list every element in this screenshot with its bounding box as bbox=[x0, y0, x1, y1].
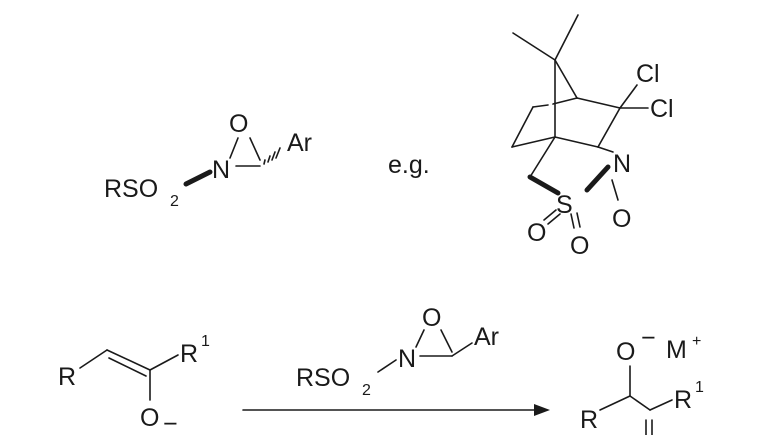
o-c-bond bbox=[249, 137, 261, 161]
r1-superscript: 1 bbox=[201, 333, 210, 350]
sulfur-label: S bbox=[556, 191, 573, 219]
rso-label: RSO bbox=[104, 175, 158, 203]
n-o-bond bbox=[229, 137, 239, 159]
reaction-arrow bbox=[242, 404, 550, 416]
example-label: e.g. bbox=[388, 151, 430, 179]
hashed-wedge bbox=[263, 147, 281, 165]
aryl-label: Ar bbox=[474, 323, 499, 351]
sulfonyl-oxygen-1: O bbox=[527, 219, 546, 247]
r-label: R bbox=[58, 363, 76, 391]
chlorine-label-1: Cl bbox=[636, 60, 660, 88]
enolate: R R 1 O − bbox=[58, 333, 210, 435]
metal-label: M bbox=[666, 336, 687, 364]
rso-label: RSO bbox=[296, 364, 350, 392]
oxygen-label: O bbox=[616, 338, 635, 366]
r1-label: R bbox=[180, 340, 198, 368]
aryl-label: Ar bbox=[287, 129, 312, 157]
n-s-bond bbox=[183, 169, 213, 187]
chlorine-label-2: Cl bbox=[650, 95, 674, 123]
oxygen-label: O bbox=[229, 110, 248, 138]
product: O − M + R R 1 bbox=[580, 324, 704, 435]
oxygen-label: O bbox=[422, 304, 441, 332]
oxygen-charge: − bbox=[641, 324, 656, 352]
nitrogen-label: N bbox=[212, 156, 230, 184]
sulfonyl-oxygen-2: O bbox=[570, 232, 589, 260]
r-label: R bbox=[580, 406, 598, 434]
metal-charge: + bbox=[692, 333, 701, 350]
charge-label: − bbox=[163, 410, 178, 435]
nitrogen-label: N bbox=[398, 345, 416, 373]
nitrogen-label: N bbox=[613, 150, 631, 178]
general-oxaziridine: RSO 2 N O Ar bbox=[104, 110, 312, 210]
arrow-reagent: RSO 2 N O Ar bbox=[296, 304, 499, 399]
camphorsulfonyl-oxaziridine: Cl Cl N O S O O bbox=[511, 14, 674, 260]
r1-label: R bbox=[674, 386, 692, 414]
oxaziridine-oxygen-label: O bbox=[612, 205, 631, 233]
oxygen-label: O bbox=[140, 404, 159, 432]
subscript-2: 2 bbox=[170, 193, 179, 210]
subscript-2: 2 bbox=[362, 382, 371, 399]
r1-superscript: 1 bbox=[695, 379, 704, 396]
